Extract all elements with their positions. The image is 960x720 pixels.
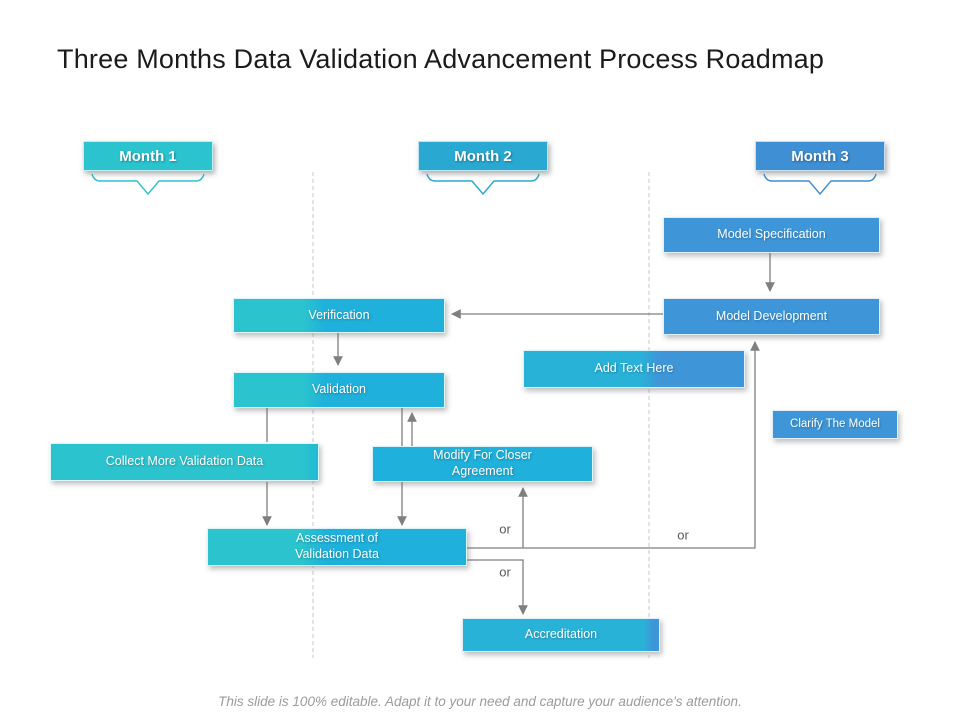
month-3-label: Month 3 (791, 147, 849, 165)
collect-more-validation-data-box: Collect More Validation Data (50, 443, 319, 481)
model-development-label: Model Development (715, 308, 828, 323)
verification-box: Verification (233, 298, 445, 333)
month-3-header: Month 3 (755, 141, 885, 171)
or-label-to-modify: or (499, 521, 511, 537)
month-1-header: Month 1 (83, 141, 213, 171)
arrow-assessment-to-accreditation (467, 559, 528, 615)
slide-footer-note: This slide is 100% editable. Adapt it to… (218, 694, 742, 709)
month-1-label: Month 1 (119, 147, 177, 165)
assessment-of-validation-data-box: Assessment of Validation Data (207, 528, 467, 566)
modify-for-closer-agreement-box: Modify For Closer Agreement (372, 446, 593, 482)
month-2-label: Month 2 (454, 147, 512, 165)
validation-box: Validation (233, 372, 445, 408)
model-specification-box: Model Specification (663, 217, 880, 253)
clarify-the-model-box: Clarify The Model (772, 410, 898, 439)
slide-title: Three Months Data Validation Advancement… (57, 44, 825, 74)
arrow-assessment-to-model-development (467, 341, 760, 549)
collect-more-validation-data-label: Collect More Validation Data (105, 454, 264, 469)
assessment-of-validation-data-label: Assessment of Validation Data (295, 531, 379, 561)
clarify-the-model-label: Clarify The Model (790, 418, 880, 431)
or-label-to-model-development: or (677, 527, 689, 543)
add-text-here-label: Add Text Here (594, 361, 674, 376)
or-label-to-accreditation: or (499, 564, 511, 580)
add-text-here-box: Add Text Here (523, 350, 745, 388)
verification-label: Verification (308, 307, 370, 322)
validation-label: Validation (312, 382, 366, 397)
model-development-box: Model Development (663, 298, 880, 335)
modify-for-closer-agreement-label: Modify For Closer Agreement (433, 448, 532, 478)
accreditation-label: Accreditation (524, 627, 598, 642)
month-2-header: Month 2 (418, 141, 548, 171)
accreditation-box: Accreditation (462, 618, 660, 652)
model-specification-label: Model Specification (717, 227, 826, 242)
